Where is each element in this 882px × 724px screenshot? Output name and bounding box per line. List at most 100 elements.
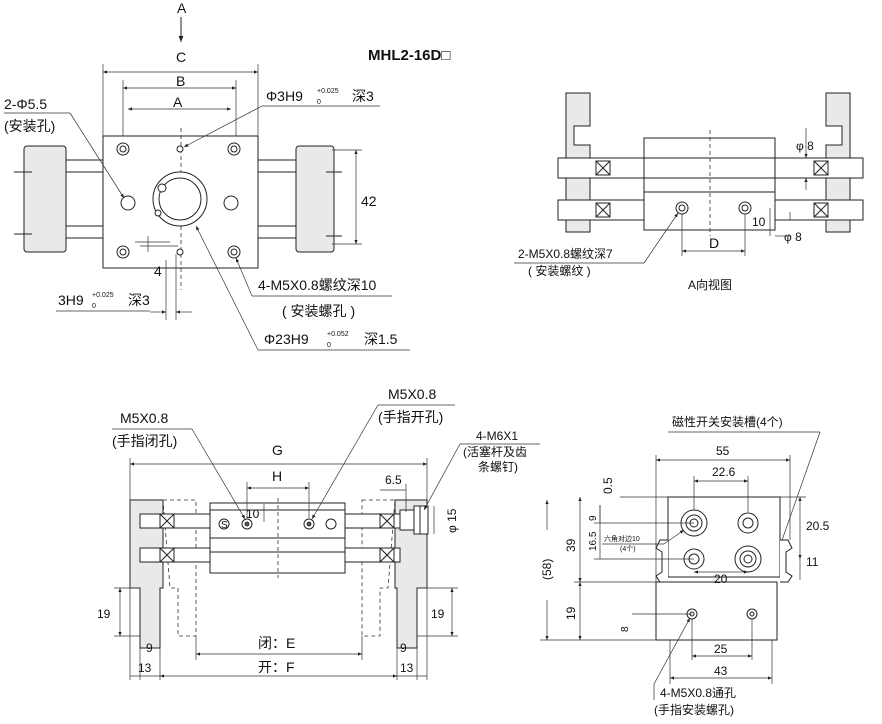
dim-h-label: H: [272, 468, 282, 484]
side-bolt-head: [399, 509, 415, 531]
bore-main: Φ23H9: [264, 331, 309, 347]
pin-hole-top-leader: [183, 105, 263, 148]
dim-9-left: 9: [146, 641, 153, 655]
pin-hole-bottom-main: 3H9: [58, 292, 84, 308]
dim-4-label: 4: [154, 263, 162, 279]
view-a-thread-leader: [643, 212, 679, 264]
front-thread-note: (手指安装螺孔): [654, 702, 734, 717]
top-thread-note: ( 安装螺孔 ): [282, 303, 355, 319]
top-thread-leader: [235, 257, 253, 297]
view-a-caption: A向视图: [688, 277, 732, 292]
bore-port-2: [154, 209, 162, 217]
dim-6-5-label: 6.5: [385, 473, 402, 487]
dim-a-label: A: [173, 94, 183, 110]
bolt-label: 4-M6X1: [476, 429, 518, 443]
front-left-groove: [655, 539, 668, 583]
dim-11-label: 11: [806, 555, 819, 569]
bore-leader: [195, 225, 259, 351]
mount-hole-right: [223, 195, 239, 211]
dim-c-label: C: [176, 49, 186, 65]
pin-hole-top-tol-low: 0: [317, 99, 321, 106]
top-view: A C B A: [4, 0, 410, 351]
view-a-thread-note: ( 安装螺纹 ): [528, 263, 591, 278]
dim-13-right: 13: [400, 661, 414, 675]
dim-b-label: B: [176, 73, 185, 89]
front-upper-body: [667, 496, 781, 578]
hex-count: (4个): [620, 545, 636, 553]
dim-10-label: 10: [246, 507, 260, 521]
open-port-leader: [311, 404, 379, 520]
pin-hole-top-depth: 深3: [352, 88, 374, 104]
bolt-leader: [423, 443, 461, 511]
bolt-note-2: 条螺钉): [478, 460, 518, 474]
mount-hole-label: 2-Φ5.5: [4, 96, 47, 112]
front-thread-label: 4-M5X0.8通孔: [660, 686, 736, 700]
pin-hole-top-main: Φ3H9: [266, 88, 303, 104]
side-port-3: [325, 518, 337, 530]
bore-port-1: [157, 183, 167, 193]
front-view: 磁性开关安装槽(4个) 55 22.6 0.5: [540, 414, 830, 717]
open-port-thread: M5X0.8: [388, 386, 436, 402]
dim-20-label: 20: [714, 572, 728, 586]
view-a-phi8-top: φ 8: [796, 139, 814, 153]
close-port-leader: [191, 428, 246, 520]
switch-slot-leader: [779, 431, 821, 547]
side-view: S M5X0.8 (手指闭孔) M5X0.8 (手指开孔) 4-M6X1 (活塞…: [97, 386, 540, 680]
switch-slot-label: 磁性开关安装槽(4个): [672, 414, 783, 429]
port-s-letter: S: [221, 520, 228, 531]
dim-42-label: 42: [361, 193, 377, 209]
mount-hole-leader: [69, 112, 125, 199]
view-a-letter: A: [177, 0, 187, 16]
view-a-phi8-bottom: φ 8: [784, 230, 802, 244]
front-lower-body: [655, 581, 778, 641]
dim-13-left: 13: [138, 661, 152, 675]
view-a-body: [643, 137, 776, 231]
pin-hole-bottom-tol-up: +0.025: [92, 292, 114, 299]
left-gripper-jaw: [23, 145, 67, 253]
dim-8-label: 8: [620, 626, 631, 632]
pin-hole-bottom-depth: 深3: [128, 292, 150, 308]
dim-58-label: (58): [540, 559, 554, 580]
dim-19-right: 19: [431, 607, 445, 621]
front-right-groove: [780, 539, 793, 583]
view-a-dim-d: D: [709, 235, 719, 251]
dim-16-5-label: 16.5: [588, 531, 599, 551]
hex-label: 六角对边10: [604, 534, 640, 543]
top-thread-label: 4-M5X0.8螺纹深10: [258, 277, 376, 293]
view-a-thread-label: 2-M5X0.8螺纹深7: [518, 247, 613, 261]
view-a: φ 8 φ 8 10 D 2-M5X0.8螺纹深7 ( 安装螺纹 ) A向视图: [514, 92, 864, 292]
bore-depth: 深1.5: [364, 331, 398, 347]
left-upper-rod: [65, 159, 104, 173]
open-port-note: (手指开孔): [378, 409, 443, 425]
bore-tol-up: +0.052: [327, 331, 349, 338]
open-f-label: 开：F: [258, 659, 295, 675]
front-thread-leader: [653, 617, 691, 685]
dim-25-label: 25: [714, 642, 728, 656]
mount-hole-note: (安装孔): [4, 118, 55, 134]
pin-hole-bottom-tol-low: 0: [92, 303, 96, 310]
pin-hole-top-tol-up: +0.025: [317, 88, 339, 95]
dim-g-label: G: [272, 442, 283, 458]
dim-20-5-label: 20.5: [806, 519, 830, 533]
right-upper-rod: [257, 159, 297, 173]
dim-19-left: 19: [97, 607, 111, 621]
side-right-jaw-open: [361, 499, 396, 637]
dim-9-label: 9: [588, 515, 599, 521]
dim-9-right: 9: [400, 641, 407, 655]
center-bore-inner: [158, 177, 202, 221]
model-title: MHL2-16D□: [368, 47, 450, 64]
pin-hole-bottom: [176, 248, 184, 256]
phi15-label: φ 15: [445, 508, 459, 533]
dim-0-5-label: 0.5: [601, 477, 615, 494]
pin-hole-top: [176, 145, 184, 153]
mount-hole-left: [120, 195, 136, 211]
bore-tol-low: 0: [327, 342, 331, 349]
dim-39-label: 39: [564, 538, 578, 552]
close-port-thread: M5X0.8: [120, 410, 168, 426]
port-s-mark: [218, 518, 230, 530]
view-a-dim-10: 10: [752, 215, 766, 229]
close-port-note: (手指闭孔): [112, 433, 177, 449]
closed-e-label: 闭：E: [258, 635, 295, 651]
